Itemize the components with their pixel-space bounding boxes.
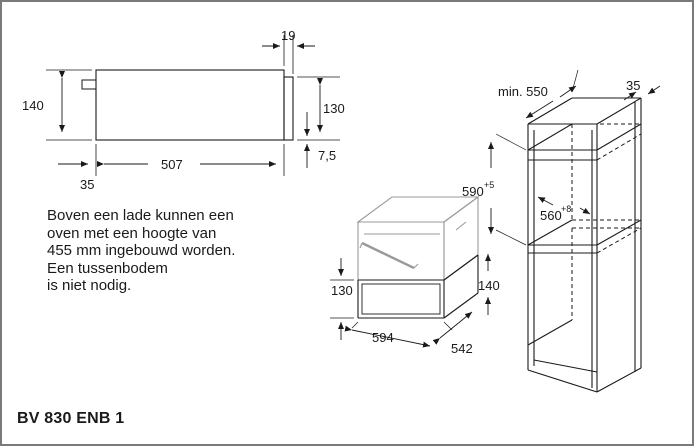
dim-bottom-offset: 7,5 [318, 148, 336, 163]
note-line: Een tussenbodem [47, 259, 168, 277]
dim-niche-width: 560 [540, 208, 562, 223]
dim-front-height: 130 [323, 101, 345, 116]
front-panel [283, 76, 294, 141]
drawer-body-side [95, 69, 285, 141]
oven-outline [356, 195, 480, 282]
dim-side-depth: 507 [161, 157, 183, 172]
dim-drawer-front-height: 130 [331, 283, 353, 298]
note-line: 455 mm ingebouwd worden. [47, 242, 236, 259]
dim-niche-width-tolerance: +8 [561, 204, 571, 214]
handle-stub [81, 79, 97, 90]
side-view [46, 35, 340, 176]
installation-note: Boven een lade kunnen een oven met een h… [47, 207, 297, 295]
cabinet-view [527, 97, 642, 393]
dim-drawer-side-height: 140 [478, 278, 500, 293]
dim-niche-height: 590 [462, 184, 484, 199]
dim-drawer-depth: 542 [451, 341, 473, 356]
note-line: is niet nodig. [47, 277, 132, 294]
dim-panel-thickness: 19 [281, 28, 295, 43]
note-line: oven met een hoogte van [47, 224, 217, 242]
dim-cabinet-min-depth: min. 550 [498, 84, 548, 99]
note-line: Boven een lade kunnen een [47, 207, 234, 224]
drawer-view [330, 195, 491, 348]
drawer-dims [330, 254, 491, 348]
model-number: BV 830 ENB 1 [17, 410, 125, 427]
drawer-outline [357, 254, 479, 319]
dim-drawer-width: 594 [372, 330, 394, 345]
dim-side-height: 140 [22, 98, 44, 113]
dim-cabinet-side: 35 [626, 78, 640, 93]
cabinet-dims [488, 69, 661, 246]
dim-front-offset: 35 [80, 177, 94, 192]
dim-niche-height-tolerance: +5 [484, 180, 494, 190]
cabinet-niche-dashed [571, 123, 642, 320]
